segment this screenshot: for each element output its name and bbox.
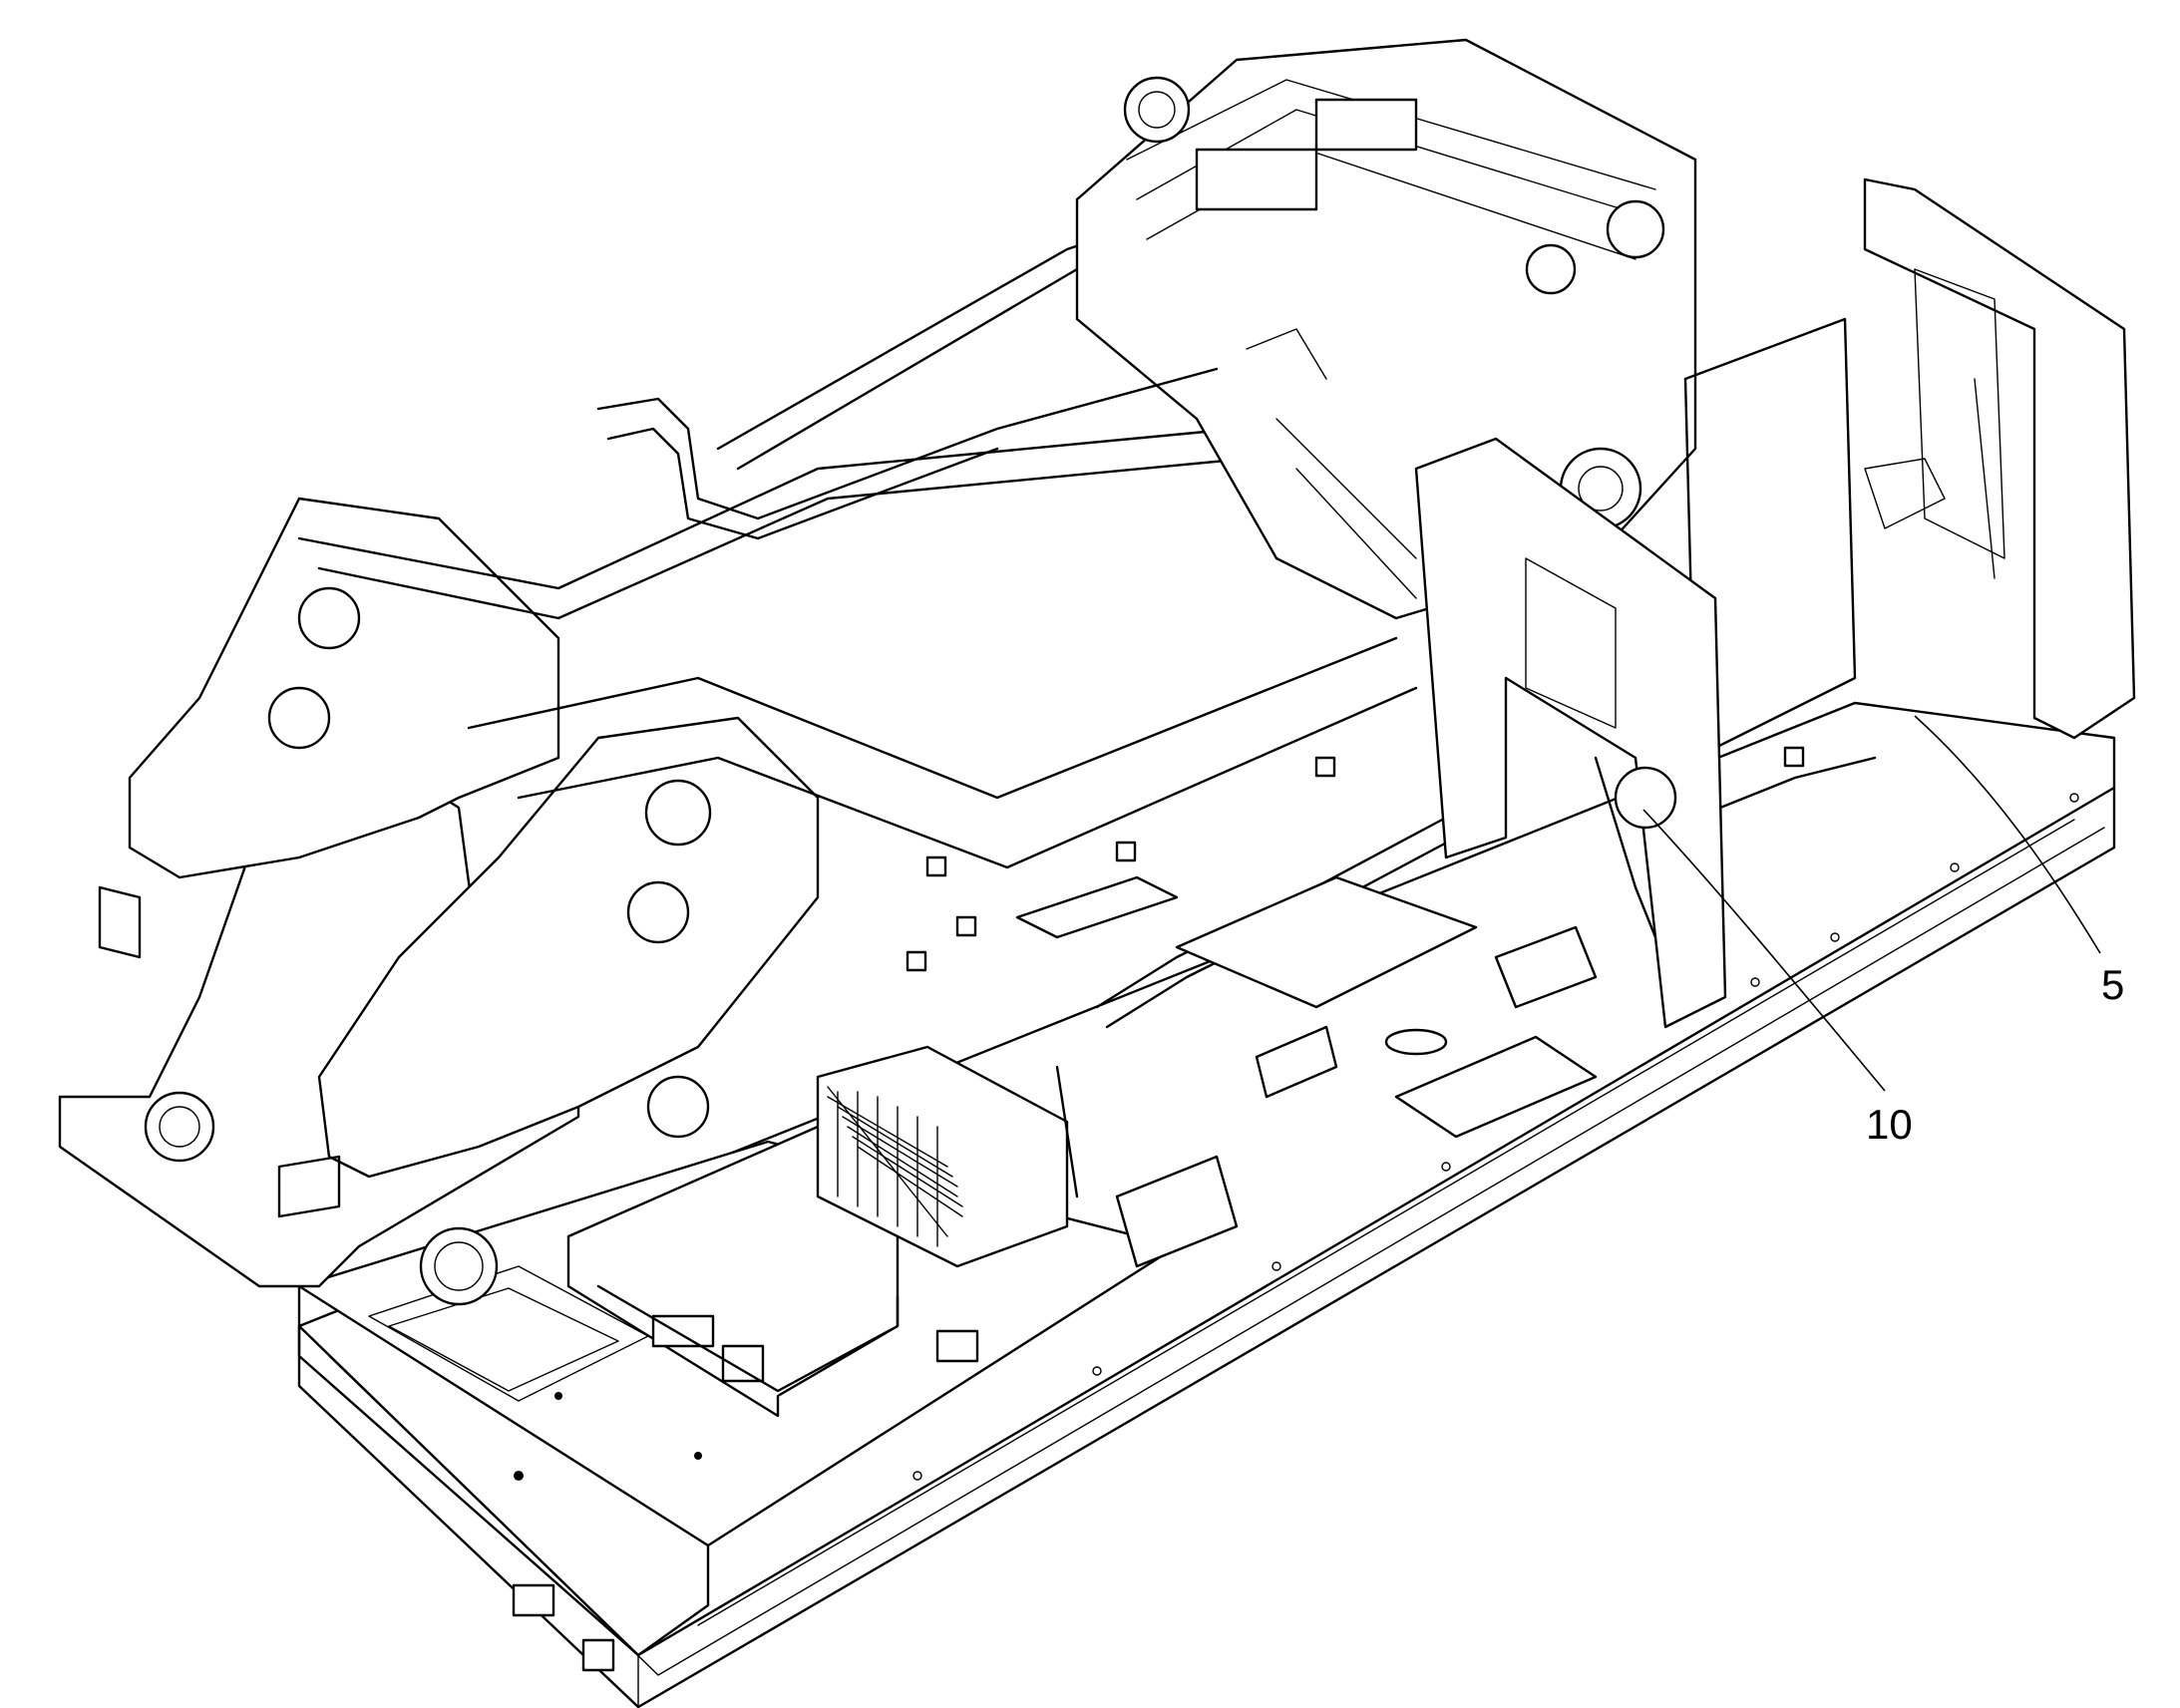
leader-line-10 [1642, 809, 1886, 1092]
boom-mount [58, 497, 820, 1306]
tank-bracket [1683, 177, 2136, 760]
main-frame [297, 701, 2116, 1708]
radiator-fins [827, 1091, 963, 1247]
callout-10: 10 [1866, 1101, 1913, 1148]
control-unit-box [566, 1045, 1069, 1418]
leader-line-5 [1914, 715, 2101, 954]
fasteners [906, 746, 1805, 1099]
side-rails [297, 237, 1418, 869]
support-frame [1414, 437, 1727, 1029]
callout-5: 5 [2101, 961, 2125, 1008]
floor-openings [1115, 875, 1598, 1268]
